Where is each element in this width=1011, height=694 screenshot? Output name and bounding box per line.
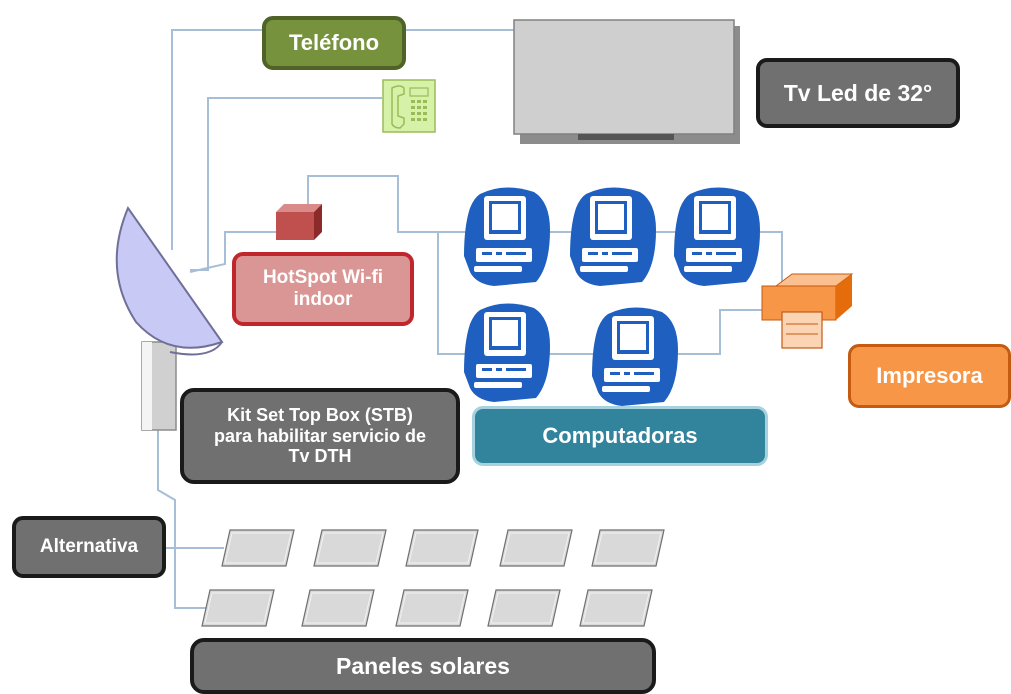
computer-icon [674,187,760,286]
tv-icon [513,19,740,144]
computer-icon [592,307,678,406]
solar-panel-icon [499,529,573,567]
router-icon [276,204,322,240]
alternativa-label: Alternativa [12,516,166,578]
printer-icon [761,273,854,349]
hotspot-label: HotSpot Wi-fi indoor [232,252,414,326]
solar-panel-icon [591,529,665,567]
paneles-solares-label: Paneles solares [190,638,656,694]
computer-icon [464,303,550,402]
solar-panel-icon [487,589,561,627]
connection-lines [157,29,783,609]
solar-panel-icon [221,529,295,567]
solar-panel-icon [579,589,653,627]
solar-panels [201,529,665,627]
computer-icon [464,187,550,286]
solar-panel-icon [301,589,375,627]
solar-panel-icon [201,589,275,627]
telefono-label: Teléfono [262,16,406,70]
computer-icon [570,187,656,286]
kit-stb-label: Kit Set Top Box (STB) para habilitar ser… [180,388,460,484]
phone-icon [382,79,436,133]
impresora-label: Impresora [848,344,1011,408]
solar-panel-icon [405,529,479,567]
computadoras-label: Computadoras [472,406,768,466]
solar-panel-icon [395,589,469,627]
satellite-dish-icon [115,205,224,431]
tv-label: Tv Led de 32° [756,58,960,128]
solar-panel-icon [313,529,387,567]
